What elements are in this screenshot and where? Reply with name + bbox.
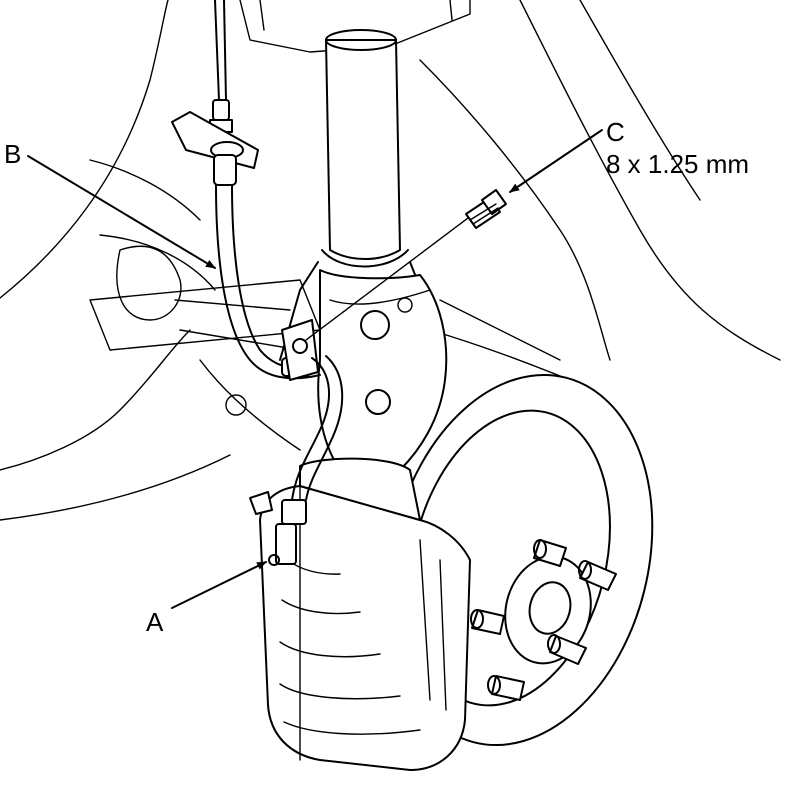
hose-bracket (281, 319, 319, 381)
wheel-studs (470, 539, 617, 701)
bolt-c (465, 189, 507, 229)
leader-line-a (171, 561, 267, 609)
leader-lines (27, 129, 603, 609)
brake-caliper (249, 457, 471, 771)
callout-label-c: C (606, 117, 625, 147)
brake-hose (171, 0, 321, 380)
steering-knuckle (317, 269, 448, 471)
bolt-alignment-line (305, 217, 469, 341)
callout-label-b: B (4, 139, 22, 169)
bolt-size-spec: 8 x 1.25 mm (606, 149, 750, 179)
leader-line-b (27, 155, 216, 269)
fender-contours (0, 0, 781, 521)
callout-label-a: A (146, 607, 164, 637)
strut (279, 29, 426, 361)
caliper-hose (268, 355, 344, 566)
leader-line-c (509, 129, 603, 193)
